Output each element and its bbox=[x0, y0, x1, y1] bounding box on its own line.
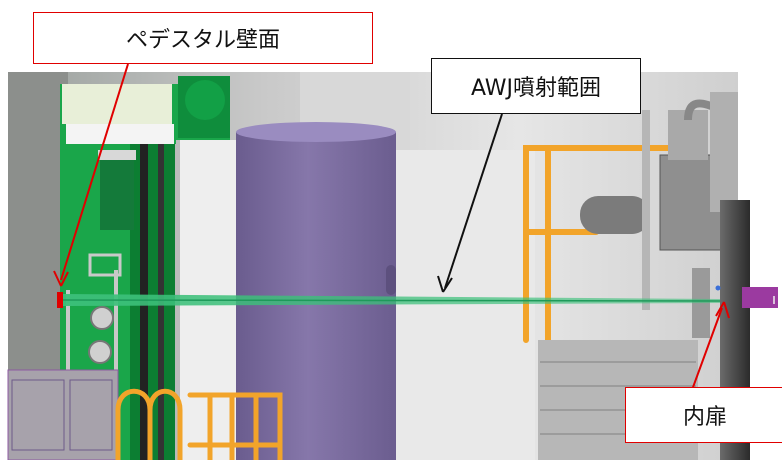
orange-lower-railing bbox=[115, 388, 283, 460]
pedestal-wall-label: ペデスタル壁面 bbox=[33, 12, 373, 64]
awj-range-label: AWJ噴射範囲 bbox=[431, 58, 641, 114]
inner-door-label: 内扉 bbox=[625, 387, 782, 443]
purple-cylinder bbox=[236, 122, 396, 460]
orange-railing bbox=[523, 145, 671, 343]
inner-door-marker bbox=[742, 287, 778, 308]
lower-left-equipment bbox=[7, 369, 119, 460]
arrow-to-inner-door bbox=[691, 301, 730, 391]
arrow-to-pedestal-wall bbox=[53, 63, 129, 287]
pedestal-wall-marker bbox=[57, 292, 63, 308]
arrow-to-awj-range bbox=[437, 113, 503, 293]
